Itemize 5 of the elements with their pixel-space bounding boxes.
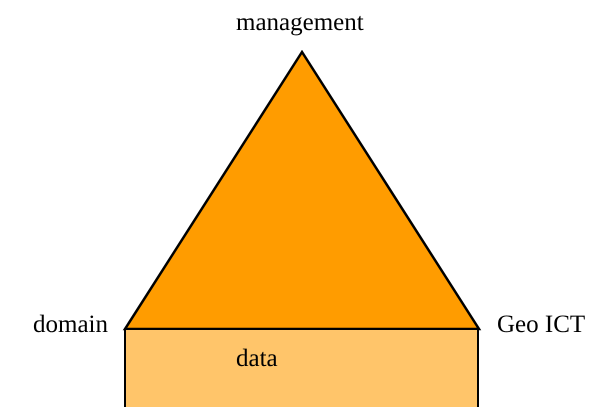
- box-label: data: [236, 346, 278, 371]
- vertex-label: management: [236, 10, 364, 35]
- data-box: [124, 328, 479, 407]
- vertex-label: domain: [33, 312, 108, 337]
- vertex-label: Geo ICT: [497, 312, 586, 337]
